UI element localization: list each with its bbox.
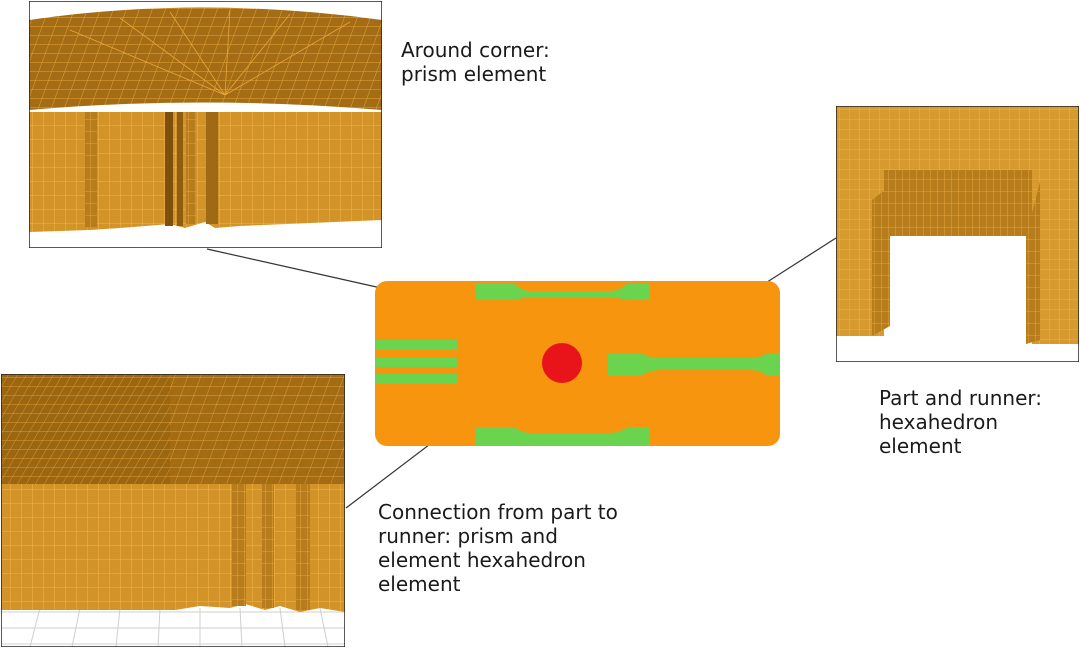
label-part-runner-line-1: Part and runner:	[879, 386, 1042, 410]
label-connection-line-4: element	[378, 572, 461, 596]
connection-mesh-panel	[1, 374, 345, 647]
runner-left-2	[375, 357, 457, 367]
label-connection-line-2: runner: prism and	[378, 524, 558, 548]
label-part-runner-line-3: element	[879, 434, 962, 458]
part-schematic	[375, 281, 780, 446]
runner-right	[608, 353, 780, 376]
runner-left-1	[375, 340, 457, 350]
leader-line-corner	[206, 248, 382, 289]
runner-mesh-panel	[836, 106, 1079, 362]
label-around-corner-line-1: Around corner:	[401, 38, 550, 62]
runner-top	[476, 283, 650, 300]
label-around-corner-line-2: prism element	[401, 62, 547, 86]
label-part-runner: Part and runner: hexahedron element	[879, 386, 1042, 458]
label-part-runner-line-2: hexahedron	[879, 410, 999, 434]
label-connection: Connection from part to runner: prism an…	[378, 500, 618, 596]
label-around-corner: Around corner: prism element	[401, 38, 550, 86]
gate-circle	[542, 343, 582, 383]
label-connection-line-3: element hexahedron	[378, 548, 586, 572]
corner-mesh-panel	[29, 1, 382, 248]
runner-left-3	[375, 374, 457, 384]
label-connection-line-1: Connection from part to	[378, 500, 618, 524]
